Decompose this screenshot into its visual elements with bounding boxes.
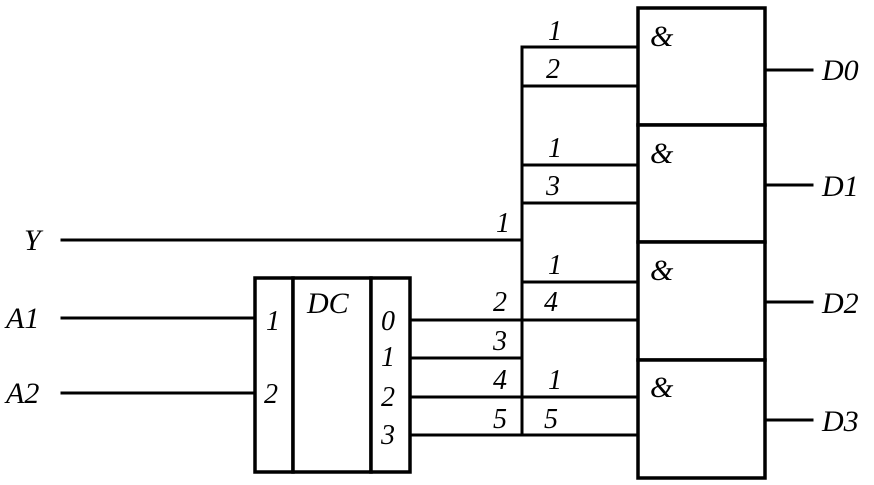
gate1-symbol: & [650, 137, 674, 170]
bus-tap-label-5: 5 [493, 404, 507, 435]
and-gate-d0 [636, 6, 767, 127]
decoder-in-1: 1 [266, 306, 280, 337]
label-y: Y [24, 224, 44, 257]
bus-tap-label-3: 3 [492, 326, 507, 357]
decoder-input-column [253, 276, 295, 474]
output-label-d0: D0 [821, 54, 859, 87]
bus-tap-label-2: 2 [493, 287, 507, 318]
gate3-input-label-2: 5 [544, 404, 558, 435]
decoder-out-3: 3 [380, 420, 395, 451]
gate2-input-label-2: 4 [544, 287, 558, 318]
decoder-block [253, 276, 412, 474]
decoder-in-2: 2 [264, 379, 278, 410]
output-label-d1: D1 [821, 170, 859, 203]
decoder-out-2: 2 [381, 382, 395, 413]
gate0-symbol: & [650, 20, 674, 53]
gate1-input-label-1: 1 [548, 133, 562, 164]
bus-y-entry-label: 1 [496, 208, 510, 239]
gate1-input-label-2: 3 [545, 171, 560, 202]
output-label-d2: D2 [821, 287, 859, 320]
gate3-symbol: & [650, 371, 674, 404]
label-a2: A2 [4, 377, 39, 410]
gate3-input-label-1: 1 [548, 365, 562, 396]
decoder-output-column [369, 276, 412, 474]
decoder-title: DC [306, 287, 350, 320]
gate2-input-label-1: 1 [548, 250, 562, 281]
gate0-input-label-2: 2 [546, 54, 560, 85]
and-gate-stack [636, 6, 767, 480]
gate0-input-label-1: 1 [548, 16, 562, 47]
decoder-out-0: 0 [381, 306, 395, 337]
bus-tap-label-4: 4 [493, 365, 507, 396]
and-gate-d2 [636, 240, 767, 362]
decoder-out-1: 1 [381, 342, 395, 373]
label-a1: A1 [4, 302, 39, 335]
and-gate-d3 [636, 358, 767, 480]
and-gate-d1 [636, 123, 767, 244]
output-label-d3: D3 [821, 405, 859, 438]
gate2-symbol: & [650, 254, 674, 287]
